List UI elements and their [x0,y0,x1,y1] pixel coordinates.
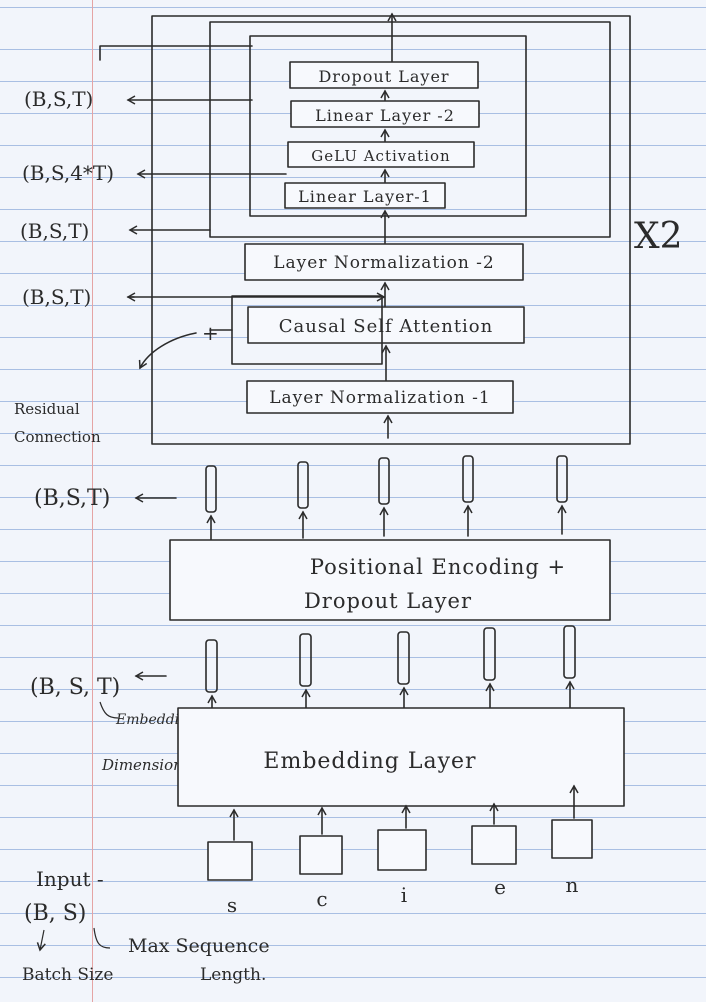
positional-vector-5 [556,455,568,503]
token-box-5 [551,819,593,859]
shape-ff-input: (B,S,T) [20,219,89,243]
input-label: Input - [36,867,104,891]
token-2: c [316,887,327,911]
token-4: e [494,875,506,899]
max-sequence-line1: Max Sequence [128,935,270,957]
causal-self-attention-box: Causal Self Attention [247,306,525,344]
embedding-dim-note-line2: Dimension [101,756,183,774]
token-5: n [566,873,579,897]
layer-normalization-2-box: Layer Normalization -2 [244,243,524,281]
linear-layer-2-box: Linear Layer -2 [290,100,480,128]
token-box-3 [377,829,427,871]
causal-self-attention-label: Causal Self Attention [279,316,493,337]
positional-vector-3 [378,457,390,505]
positional-vector-1 [205,465,217,513]
embedding-vector-2 [299,633,312,687]
layer-normalization-2-label: Layer Normalization -2 [273,253,495,273]
linear-layer-1-label: Linear Layer-1 [298,187,432,206]
embedding-vector-1 [205,639,218,693]
positional-label-line1: Positional Encoding + [310,555,566,579]
linear-layer-1-box: Linear Layer-1 [284,182,446,209]
input-tokens: s c i e n [207,784,593,917]
embedding-dim-note-line1: Embedding [115,712,197,728]
embedding-layer-box: Embedding Layer [177,707,625,807]
feedforward-frame-outer [209,21,611,238]
gelu-activation-label: GeLU Activation [311,147,450,165]
linear-layer-2-label: Linear Layer -2 [315,106,455,125]
shape-positional-output: (B,S,T) [34,486,110,511]
embedding-layer-label: Embedding Layer [263,749,476,774]
token-box-4 [471,825,517,865]
positional-vector-4 [462,455,474,503]
batch-size-label: Batch Size [22,965,113,985]
token-box-2 [299,835,343,875]
dropout-layer-box: Dropout Layer [289,61,479,89]
positional-encoding-box: Positional Encoding + Dropout Layer [169,539,611,621]
shape-attention-output: (B,S,T) [22,285,91,309]
token-box-1 [207,841,253,881]
positional-label-line2: Dropout Layer [304,589,472,613]
embedding-vector-3 [397,631,410,685]
shape-input: (B, S) [24,901,86,926]
margin-line [92,0,93,1002]
residual-label-line1: Residual [14,400,80,418]
embedding-vector-4 [483,627,496,681]
embedding-vector-5 [563,625,576,679]
layer-normalization-1-box: Layer Normalization -1 [246,380,514,414]
token-3: i [401,883,407,907]
shape-embedding-output: (B, S, T) [30,675,120,700]
layer-normalization-1-label: Layer Normalization -1 [269,388,491,408]
gelu-activation-box: GeLU Activation [287,141,475,168]
embedding-vectors [205,625,576,719]
residual-label-line2: Connection [14,428,101,446]
residual-plus: + [202,321,219,345]
transformer-block: X2 Dropout Layer Linear Layer -2 GeLU Ac… [99,12,683,445]
dropout-layer-label: Dropout Layer [318,67,449,86]
token-1: s [227,893,237,917]
shape-output: (B,S,T) [24,87,93,111]
positional-vector-2 [297,461,309,509]
positional-vectors [205,455,568,541]
max-sequence-line2: Length. [200,965,266,985]
shape-ff-hidden: (B,S,4*T) [22,161,114,185]
repeat-label: X2 [634,216,683,257]
